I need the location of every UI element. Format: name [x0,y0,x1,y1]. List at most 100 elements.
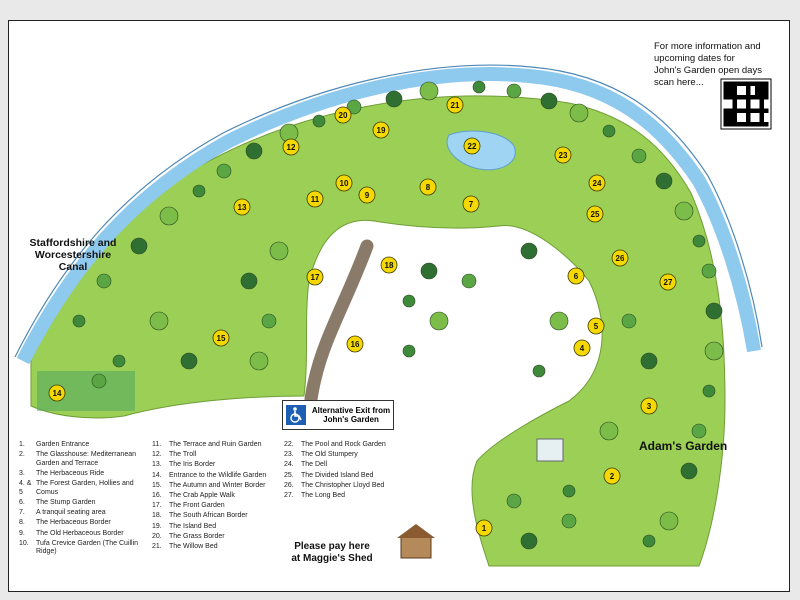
legend-name: The Crab Apple Walk [169,491,235,499]
tree [680,462,698,480]
marker-circle [554,146,572,164]
qr-cell [755,95,760,100]
tree [112,354,126,368]
marker-circle [586,205,604,223]
tree [659,511,679,531]
tree [402,294,416,308]
marker-circle [446,96,464,114]
legend-number: 17. [152,502,162,510]
tree [691,423,707,439]
legend-item: 22.The Pool and Rock Garden [284,441,404,450]
tree [312,114,326,128]
legend-name: Garden Entrance [36,441,90,448]
qr-cell [746,99,751,104]
qr-cell [737,95,742,100]
qr-cell [764,86,769,91]
pay-label: Please pay here at Maggie's Shed [291,541,373,564]
legend-name: The South African Border [169,512,248,520]
tree [642,534,656,548]
qr-cell [737,122,742,127]
tree [532,364,546,378]
qr-cell [759,122,764,127]
legend-name: Tufa Crevice Garden (The Cuillin Ridge) [36,539,139,556]
info-text: For more information and upcoming dates … [654,41,762,88]
qr-cell [759,117,764,122]
legend-name: The Willow Bed [169,542,218,550]
tree [402,344,416,358]
tree [631,148,647,164]
qr-cell [750,108,755,113]
tree [249,351,269,371]
marker-circle [372,121,390,139]
legend-name: Entrance to the Wildlife Garden [169,471,267,479]
legend-number: 23. [284,451,294,459]
qr-cell [759,113,764,118]
map-marker: 26 [611,249,629,267]
qr-cell [750,95,755,100]
legend-number: 11. [152,441,162,448]
qr-cell [746,81,751,86]
tree [472,80,486,94]
legend-item: 1.Garden Entrance [19,441,147,450]
map-marker: 6 [567,267,585,285]
marker-number: 3 [647,402,652,411]
tree [692,234,706,248]
brick-path [304,239,374,406]
qr-cell [723,117,728,122]
canal-label: Staffordshire and Worcestershire Canal [29,237,117,273]
tree [429,311,449,331]
marker-number: 15 [217,334,226,343]
map-marker: 8 [419,178,437,196]
qr-cell [732,113,737,118]
exit-label: Alternative Exit from John's Garden [311,406,391,424]
legend-item: 6.The Stump Garden [19,499,147,508]
qr-cell [723,122,728,127]
tree [461,273,477,289]
map-marker: 11 [306,190,324,208]
map-marker: 24 [588,174,606,192]
tree [269,241,289,261]
qr-cell [759,90,764,95]
marker-circle [463,137,481,155]
legend-number: 15. [152,481,162,489]
qr-code-icon [720,78,772,130]
legend-item: 12. The Troll [152,451,280,460]
legend-item: 26.The Christopher Lloyd Bed [284,482,404,491]
legend-name: The Troll [169,451,197,459]
marker-number: 24 [593,179,602,188]
tree [192,184,206,198]
tree [420,262,438,280]
tree [240,272,258,290]
qr-cell [723,113,728,118]
marker-circle [358,186,376,204]
marker-number: 12 [287,143,296,152]
legend-number: 24. [284,461,294,469]
legend-name: The Pool and Rock Garden [301,441,386,448]
tree [674,201,694,221]
qr-cell [728,108,733,113]
legend-number: 25. [284,471,294,479]
legend-item: 14.Entrance to the Wildlife Garden [152,472,280,481]
legend-name: The Long Bed [301,491,345,499]
marker-number: 4 [580,344,585,353]
qr-cell [737,108,742,113]
legend-name: The Front Garden [169,502,225,510]
qr-cell [728,113,733,118]
qr-cell [759,104,764,109]
marker-circle [334,106,352,124]
qr-cell [732,90,737,95]
map-marker: 15 [212,329,230,347]
tree [506,83,522,99]
legend-name: The Herbaceous Border [36,519,111,527]
map-marker: 10 [335,174,353,192]
tree [419,81,439,101]
legend-number: 12. [152,451,162,459]
marker-circle [380,256,398,274]
qr-cell [759,99,764,104]
qr-cell [741,108,746,113]
tree [385,90,403,108]
tree [91,373,107,389]
marker-circle [611,249,629,267]
